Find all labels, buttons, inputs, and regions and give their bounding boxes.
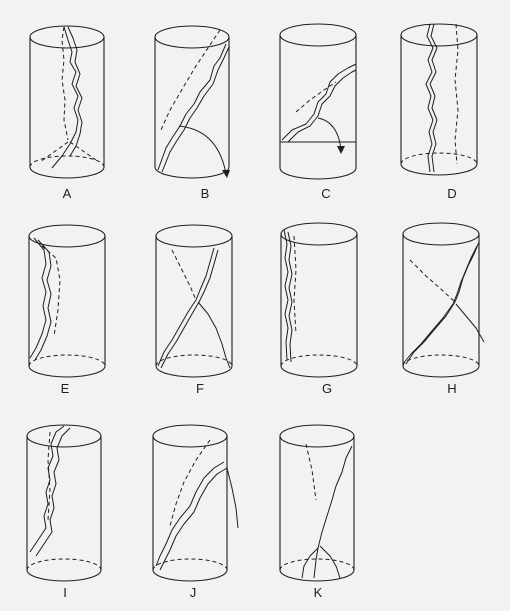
cylinder-outline [280,425,354,581]
cylinder-outline [30,26,104,178]
fracture-path [403,242,484,364]
specimen-f: F [156,225,232,396]
fracture-path [282,64,356,142]
specimen-i: I [27,425,101,600]
cylinder-outline [27,425,101,581]
specimen-e: E [29,225,105,396]
label-b: B [201,186,210,201]
label-i: I [63,585,67,600]
label-d: D [447,186,456,201]
label-c: C [321,186,330,201]
fracture-path [302,444,352,578]
cylinder-outline [155,26,229,178]
cylinder-outline [281,223,357,377]
label-f: F [196,381,204,396]
label-a: A [63,186,72,201]
specimen-k: K [280,425,354,600]
angle-arrow [318,118,345,154]
specimen-c: C [280,24,356,201]
label-g: G [322,381,332,396]
fracture-path [156,440,238,570]
label-k: K [314,585,323,600]
cylinder-outline [153,425,227,581]
specimen-h: H [403,223,484,396]
specimen-a: A [30,26,104,201]
cylinder-outline [401,24,477,175]
cylinder-outline [403,223,479,377]
specimen-g: G [281,223,357,396]
label-j: J [190,585,197,600]
fracture-path [284,230,296,362]
fracture-path [158,248,230,368]
specimen-d: D [401,24,477,201]
cylinder-outline [29,225,105,377]
angle-arrow [179,126,230,178]
label-e: E [61,381,70,396]
specimen-b: B [155,26,230,201]
fracture-path [30,238,60,360]
label-h: H [447,381,456,396]
specimen-j: J [153,425,238,600]
fracture-path [30,426,70,556]
